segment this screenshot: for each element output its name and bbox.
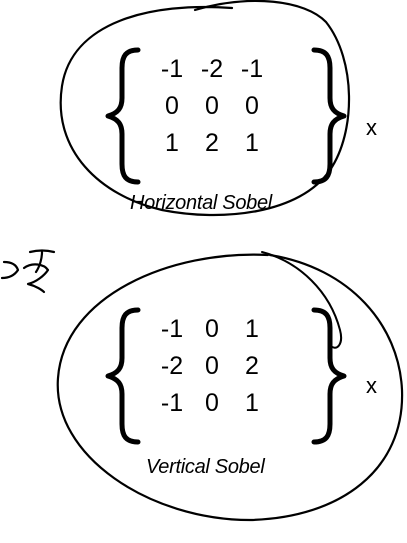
horizontal-multiply-label: x	[366, 115, 377, 140]
bottom-right-brace	[311, 307, 347, 445]
matrix-cell: -1	[160, 389, 184, 417]
matrix-cell: 0	[165, 92, 179, 120]
top-right-brace	[311, 47, 347, 185]
matrix-cell: 2	[245, 352, 259, 380]
handwritten-scribble	[0, 249, 56, 294]
matrix-cell: 1	[245, 315, 259, 343]
matrix-cell: -2	[200, 55, 224, 83]
matrix-cell: -1	[160, 55, 184, 83]
matrix-cell: 1	[165, 129, 179, 157]
top-left-brace	[105, 47, 141, 185]
vertical-multiply-label: x	[366, 373, 377, 398]
matrix-cell: 1	[245, 389, 259, 417]
top-circle-stroke	[59, 0, 351, 217]
horizontal-sobel-caption: Horizontal Sobel	[130, 192, 272, 214]
matrix-cell: -1	[240, 55, 264, 83]
matrix-cell: 0	[205, 352, 219, 380]
matrix-cell: 0	[205, 315, 219, 343]
vertical-sobel-matrix: -1 0 1 -2 0 2 -1 0 1	[152, 311, 272, 422]
matrix-cell: 1	[245, 129, 259, 157]
vertical-sobel-caption: Vertical Sobel	[146, 456, 265, 478]
matrix-cell: 0	[205, 389, 219, 417]
connector-stroke	[261, 251, 342, 349]
matrix-cell: 2	[205, 129, 219, 157]
matrix-cell: -1	[160, 315, 184, 343]
bottom-circle-stroke	[56, 253, 404, 522]
matrix-cell: 0	[245, 92, 259, 120]
horizontal-sobel-matrix: -1 -2 -1 0 0 0 1 2 1	[152, 51, 272, 162]
matrix-cell: -2	[160, 352, 184, 380]
bottom-left-brace	[105, 307, 141, 445]
matrix-cell: 0	[205, 92, 219, 120]
